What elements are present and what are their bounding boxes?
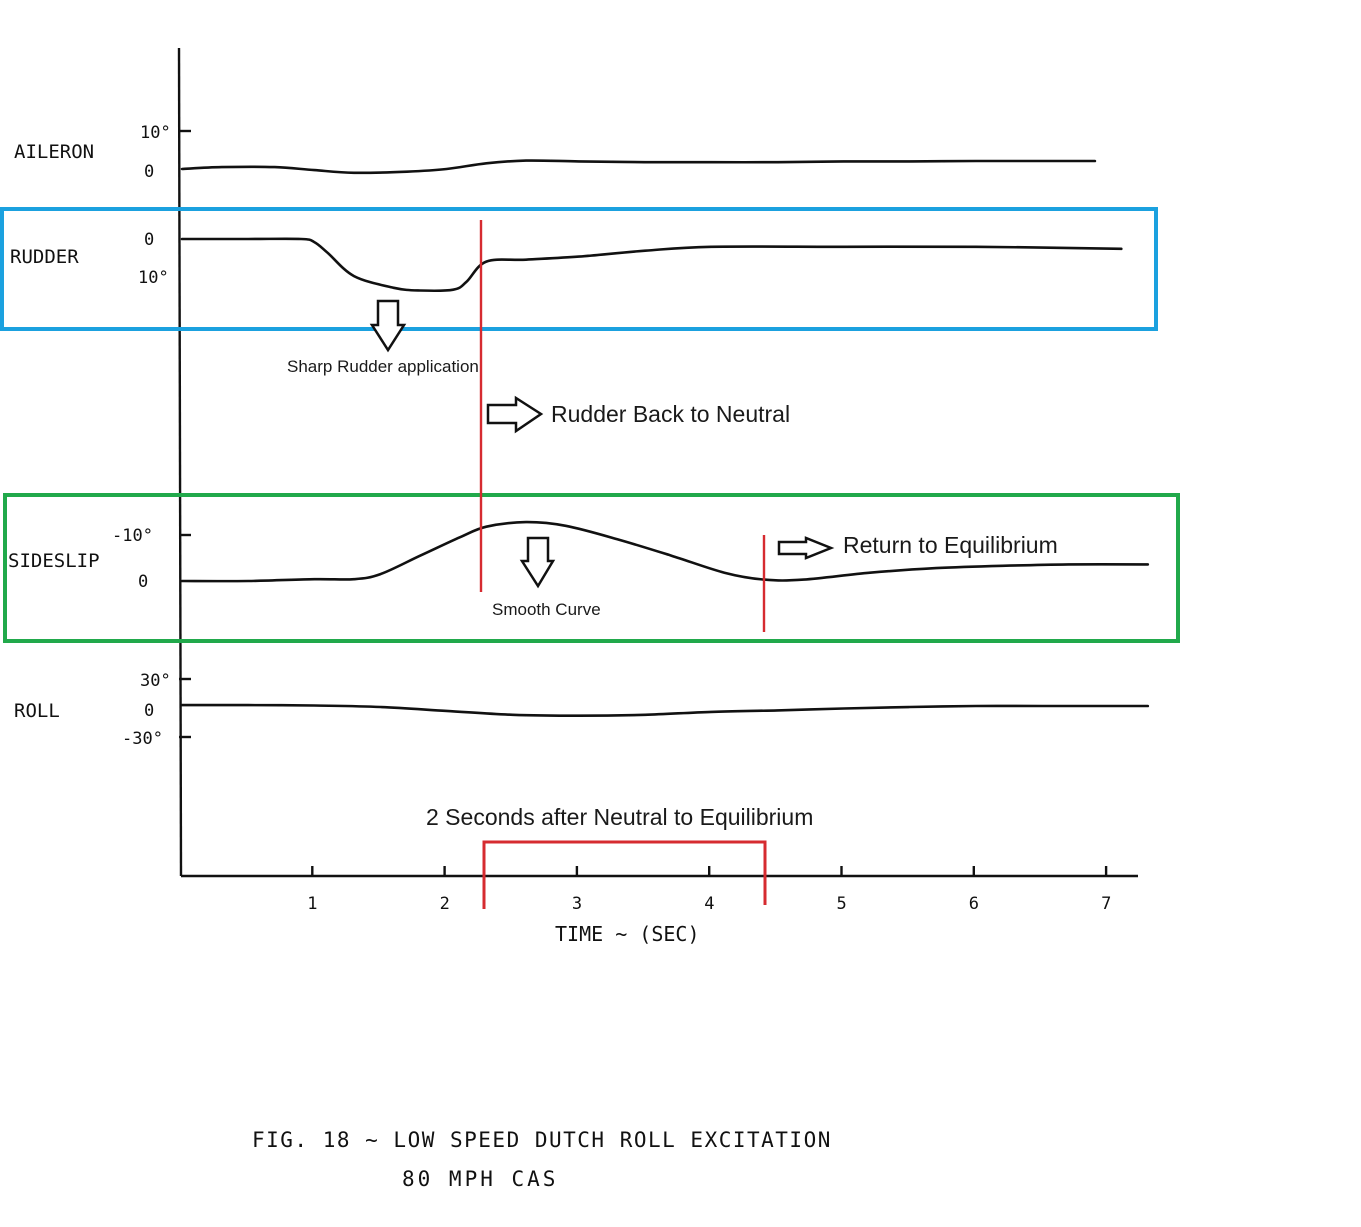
rudder-trace: [180, 237, 1123, 293]
aileron-tick-10: 10°: [140, 123, 171, 143]
rudder-label: RUDDER: [10, 246, 79, 268]
x-axis-title: TIME ~ (SEC): [555, 922, 700, 946]
aileron-label: AILERON: [14, 141, 94, 163]
x-tick-label-5: 5: [837, 894, 847, 914]
x-tick-label-2: 2: [440, 894, 450, 914]
rudder-tick-0: 0: [144, 230, 154, 250]
aileron-trace: [180, 159, 1097, 175]
y-axis-line: [177, 47, 183, 877]
x-tick-label-3: 3: [572, 894, 582, 914]
figure-title: FIG. 18 ~ LOW SPEED DUTCH ROLL EXCITATIO…: [252, 1128, 832, 1152]
roll-tick-0: 0: [144, 701, 154, 721]
equilibrium-annotation: Return to Equilibrium: [843, 532, 1058, 558]
down-arrow-icon: [519, 536, 556, 589]
sideslip-trace: [180, 520, 1150, 583]
aileron-tick-0: 0: [144, 162, 154, 182]
sharp-rudder-annotation: Sharp Rudder application: [287, 357, 479, 376]
two-second-bracket: [482, 840, 767, 909]
roll-tick-30: 30°: [140, 671, 171, 691]
right-arrow-icon: [486, 395, 544, 434]
roll-label: ROLL: [14, 700, 60, 722]
x-tick-label-1: 1: [307, 894, 317, 914]
figure-subtitle: 80 MPH CAS: [402, 1167, 558, 1191]
sideslip-tick-minus10: -10°: [112, 526, 153, 546]
sideslip-highlight-box: [3, 493, 1180, 643]
two-seconds-annotation: 2 Seconds after Neutral to Equilibrium: [426, 804, 813, 830]
rudder-tick-10: 10°: [138, 268, 169, 288]
x-tick-label-7: 7: [1101, 894, 1111, 914]
x-axis-ticks: 1 2 3 4 5 6 7: [307, 866, 1111, 914]
x-tick-label-6: 6: [969, 894, 979, 914]
roll-trace: [180, 703, 1150, 717]
rudder-highlight-box: [0, 207, 1158, 331]
sideslip-tick-0: 0: [138, 572, 148, 592]
rudder-neutral-annotation: Rudder Back to Neutral: [551, 401, 790, 427]
smooth-curve-annotation: Smooth Curve: [492, 600, 601, 619]
roll-tick-minus30: -30°: [122, 729, 163, 749]
x-tick-label-4: 4: [704, 894, 714, 914]
sideslip-label: SIDESLIP: [8, 550, 100, 572]
right-arrow-icon: [777, 536, 835, 560]
down-arrow-icon: [369, 299, 407, 353]
